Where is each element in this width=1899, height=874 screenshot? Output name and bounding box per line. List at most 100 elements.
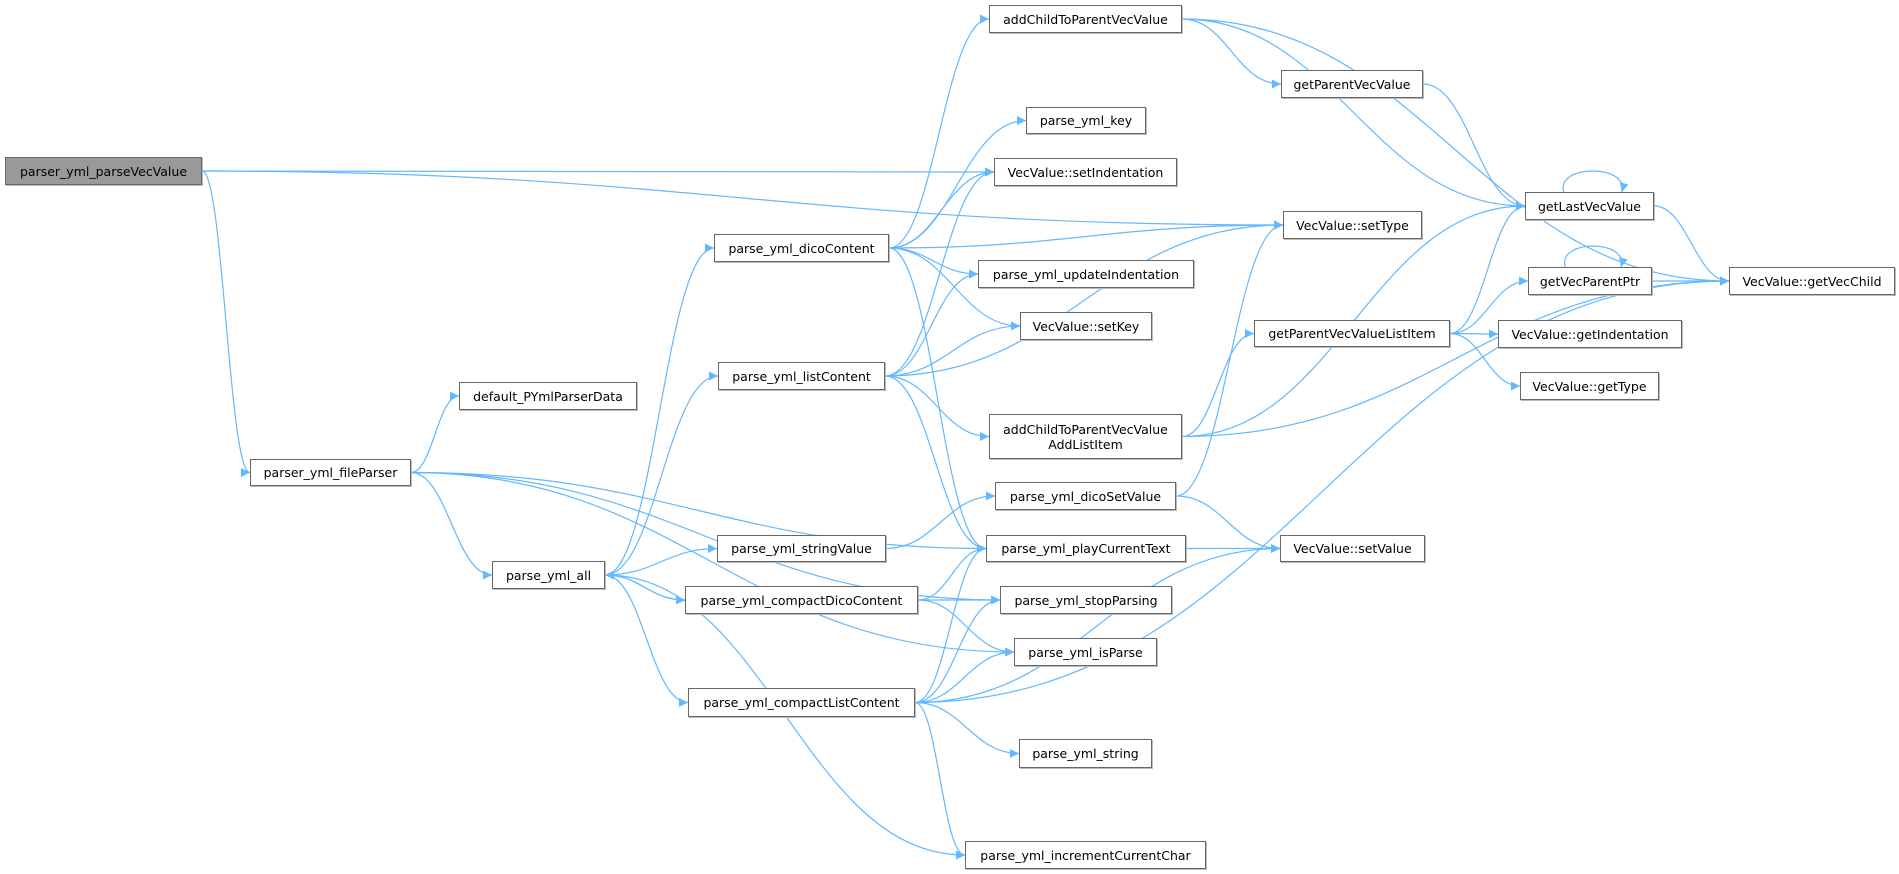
edge-get-last-vec-value-to-vec-value-get-vec-child bbox=[1653, 205, 1730, 286]
node-label: parse_yml_key bbox=[1039, 113, 1133, 128]
node-label: addChildToParentVecValue bbox=[1003, 11, 1168, 27]
node-vec-value-get-vec-child[interactable]: VecValue::getVecChild bbox=[1729, 267, 1895, 295]
node-parse-yml-compact-list-content[interactable]: parse_yml_compactListContent bbox=[688, 688, 915, 717]
edge-parse-yml-list-content-to-vec-value-set-type bbox=[884, 220, 1284, 377]
node-label: AddListItem bbox=[1048, 436, 1123, 452]
node-get-parent-vec-value-list-item[interactable]: getParentVecValueListItem bbox=[1254, 320, 1450, 347]
node-parse-yml-stop-parsing[interactable]: parse_yml_stopParsing bbox=[1000, 586, 1172, 614]
edge-add-child-to-parent-vec-value-add-list-item-to-get-parent-vec-value-list-item bbox=[1181, 329, 1255, 438]
node-parse-yml-compact-dico-content[interactable]: parse_yml_compactDicoContent bbox=[685, 586, 918, 614]
node-parser-yml-parse-vec-value: parser_yml_parseVecValue bbox=[5, 157, 202, 185]
edge-parser-yml-parse-vec-value-to-vec-value-set-type bbox=[201, 170, 1284, 230]
edge-add-child-to-parent-vec-value-add-list-item-to-vec-value-get-vec-child bbox=[1181, 276, 1730, 438]
node-parse-yml-update-indentation[interactable]: parse_yml_updateIndentation bbox=[978, 260, 1194, 288]
edge-add-child-to-parent-vec-value-to-get-last-vec-value bbox=[1181, 18, 1526, 211]
node-label: default_PYmlParserData bbox=[473, 388, 623, 404]
node-label: VecValue::setValue bbox=[1293, 541, 1412, 556]
node-parse-yml-string-value[interactable]: parse_yml_stringValue bbox=[717, 535, 886, 562]
edge-parse-yml-dico-content-to-parse-yml-play-current-text bbox=[888, 247, 987, 553]
node-label: parse_yml_dicoSetValue bbox=[1009, 488, 1162, 504]
node-label: VecValue::getIndentation bbox=[1511, 326, 1669, 342]
edge-parse-yml-list-content-to-vec-value-set-key bbox=[884, 321, 1021, 377]
node-parse-yml-key[interactable]: parse_yml_key bbox=[1026, 107, 1146, 134]
edge-add-child-to-parent-vec-value-to-vec-value-get-vec-child bbox=[1181, 18, 1730, 286]
node-label: getVecParentPtr bbox=[1539, 273, 1641, 289]
edge-parse-yml-dico-set-value-to-vec-value-set-type bbox=[1175, 220, 1284, 497]
edge-parse-yml-compact-list-content-to-vec-value-set-value bbox=[914, 544, 1281, 704]
edge-get-parent-vec-value-list-item-to-get-last-vec-value bbox=[1449, 201, 1526, 335]
node-add-child-to-parent-vec-value[interactable]: addChildToParentVecValue bbox=[989, 5, 1182, 33]
node-label: parse_yml_stringValue bbox=[731, 541, 872, 556]
edge-parse-yml-compact-dico-content-to-parse-yml-all bbox=[604, 570, 686, 601]
edge-parser-yml-parse-vec-value-to-parser-yml-file-parser bbox=[201, 170, 251, 477]
edge-parse-yml-compact-list-content-to-parse-yml-play-current-text bbox=[914, 544, 987, 704]
node-parse-yml-dico-content[interactable]: parse_yml_dicoContent bbox=[714, 234, 889, 262]
node-label: parse_yml_incrementCurrentChar bbox=[980, 847, 1191, 863]
node-vec-value-set-type[interactable]: VecValue::setType bbox=[1283, 211, 1422, 239]
node-label: parse_yml_isParse bbox=[1028, 644, 1143, 660]
edge-get-parent-vec-value-to-get-last-vec-value bbox=[1422, 83, 1526, 211]
edge-parse-yml-dico-set-value-to-vec-value-set-value bbox=[1175, 495, 1281, 553]
node-label: parser_yml_fileParser bbox=[263, 465, 398, 480]
node-label: parse_yml_string bbox=[1032, 746, 1139, 761]
node-parse-yml-play-current-text[interactable]: parse_yml_playCurrentText bbox=[986, 535, 1186, 562]
node-get-vec-parent-ptr[interactable]: getVecParentPtr bbox=[1528, 267, 1652, 295]
edge-parse-yml-list-content-to-parse-yml-play-current-text bbox=[884, 375, 987, 553]
node-parse-yml-is-parse[interactable]: parse_yml_isParse bbox=[1014, 638, 1157, 666]
edge-parse-yml-compact-dico-content-to-parse-yml-is-parse bbox=[917, 599, 1015, 657]
edge-parse-yml-compact-list-content-to-parse-yml-is-parse bbox=[914, 647, 1015, 704]
node-vec-value-get-indentation[interactable]: VecValue::getIndentation bbox=[1498, 320, 1682, 348]
node-label: getParentVecValueListItem bbox=[1268, 326, 1436, 341]
node-label: parse_yml_listContent bbox=[732, 368, 871, 384]
node-label: getLastVecValue bbox=[1537, 198, 1642, 214]
node-label: VecValue::setIndentation bbox=[1007, 164, 1164, 180]
edge-parse-yml-all-to-parse-yml-compact-list-content bbox=[604, 574, 689, 707]
node-get-parent-vec-value[interactable]: getParentVecValue bbox=[1281, 70, 1423, 98]
edge-parse-yml-dico-content-to-add-child-to-parent-vec-value bbox=[888, 14, 990, 249]
node-parse-yml-dico-set-value[interactable]: parse_yml_dicoSetValue bbox=[995, 482, 1176, 510]
edge-parse-yml-list-content-to-parse-yml-update-indentation bbox=[884, 269, 979, 377]
edge-parse-yml-dico-content-to-vec-value-set-indentation bbox=[888, 167, 995, 249]
node-label: getParentVecValue bbox=[1293, 76, 1411, 92]
node-label: parse_yml_all bbox=[505, 567, 592, 583]
edge-parse-yml-dico-content-to-vec-value-set-type bbox=[888, 220, 1284, 249]
edge-parse-yml-compact-dico-content-to-parse-yml-play-current-text bbox=[917, 544, 987, 601]
node-parser-yml-file-parser[interactable]: parser_yml_fileParser bbox=[250, 459, 411, 486]
node-label: parse_yml_updateIndentation bbox=[992, 266, 1180, 282]
node-parse-yml-string[interactable]: parse_yml_string bbox=[1019, 739, 1152, 768]
edge-get-parent-vec-value-list-item-to-vec-value-get-type bbox=[1449, 332, 1521, 391]
node-label: parser_yml_parseVecValue bbox=[19, 163, 188, 179]
node-label: VecValue::setType bbox=[1296, 217, 1409, 233]
edge-parser-yml-file-parser-to-default-pyml-parser-data bbox=[410, 391, 460, 474]
node-label: parse_yml_stopParsing bbox=[1014, 592, 1158, 608]
node-vec-value-set-value[interactable]: VecValue::setValue bbox=[1280, 535, 1425, 562]
edge-parse-yml-all-to-parse-yml-list-content bbox=[604, 371, 719, 576]
edge-get-last-vec-value-to-get-last-vec-value bbox=[1562, 170, 1629, 193]
node-parse-yml-increment-current-char[interactable]: parse_yml_incrementCurrentChar bbox=[965, 841, 1206, 869]
node-label: parse_yml_compactListContent bbox=[703, 695, 900, 710]
node-label: VecValue::setKey bbox=[1032, 318, 1140, 334]
node-get-last-vec-value[interactable]: getLastVecValue bbox=[1525, 192, 1654, 220]
node-parse-yml-list-content[interactable]: parse_yml_listContent bbox=[718, 362, 885, 390]
node-label: VecValue::getVecChild bbox=[1742, 273, 1882, 289]
node-label: parse_yml_compactDicoContent bbox=[700, 592, 903, 608]
node-label: parse_yml_dicoContent bbox=[728, 240, 875, 256]
node-vec-value-set-indentation[interactable]: VecValue::setIndentation bbox=[994, 158, 1177, 186]
edge-parse-yml-all-to-parse-yml-string-value bbox=[604, 544, 718, 576]
edge-add-child-to-parent-vec-value-to-get-parent-vec-value bbox=[1181, 18, 1282, 89]
edge-parse-yml-compact-list-content-to-parse-yml-increment-current-char bbox=[914, 701, 966, 860]
edge-parse-yml-compact-list-content-to-parse-yml-string bbox=[914, 701, 1020, 758]
node-parse-yml-all[interactable]: parse_yml_all bbox=[492, 561, 605, 589]
edge-parse-yml-dico-content-to-parse-yml-update-indentation bbox=[888, 247, 979, 279]
edge-parse-yml-all-to-parse-yml-dico-content bbox=[604, 243, 715, 576]
edge-parse-yml-string-value-to-parse-yml-dico-set-value bbox=[885, 491, 996, 550]
node-label: addChildToParentVecValue bbox=[1003, 421, 1168, 437]
node-vec-value-get-type[interactable]: VecValue::getType bbox=[1520, 372, 1659, 400]
node-default-pyml-parser-data[interactable]: default_PYmlParserData bbox=[459, 382, 637, 410]
edge-parse-yml-list-content-to-vec-value-set-indentation bbox=[884, 167, 995, 377]
edge-parse-yml-list-content-to-add-child-to-parent-vec-value-add-list-item bbox=[884, 375, 990, 441]
node-vec-value-set-key[interactable]: VecValue::setKey bbox=[1020, 312, 1152, 340]
